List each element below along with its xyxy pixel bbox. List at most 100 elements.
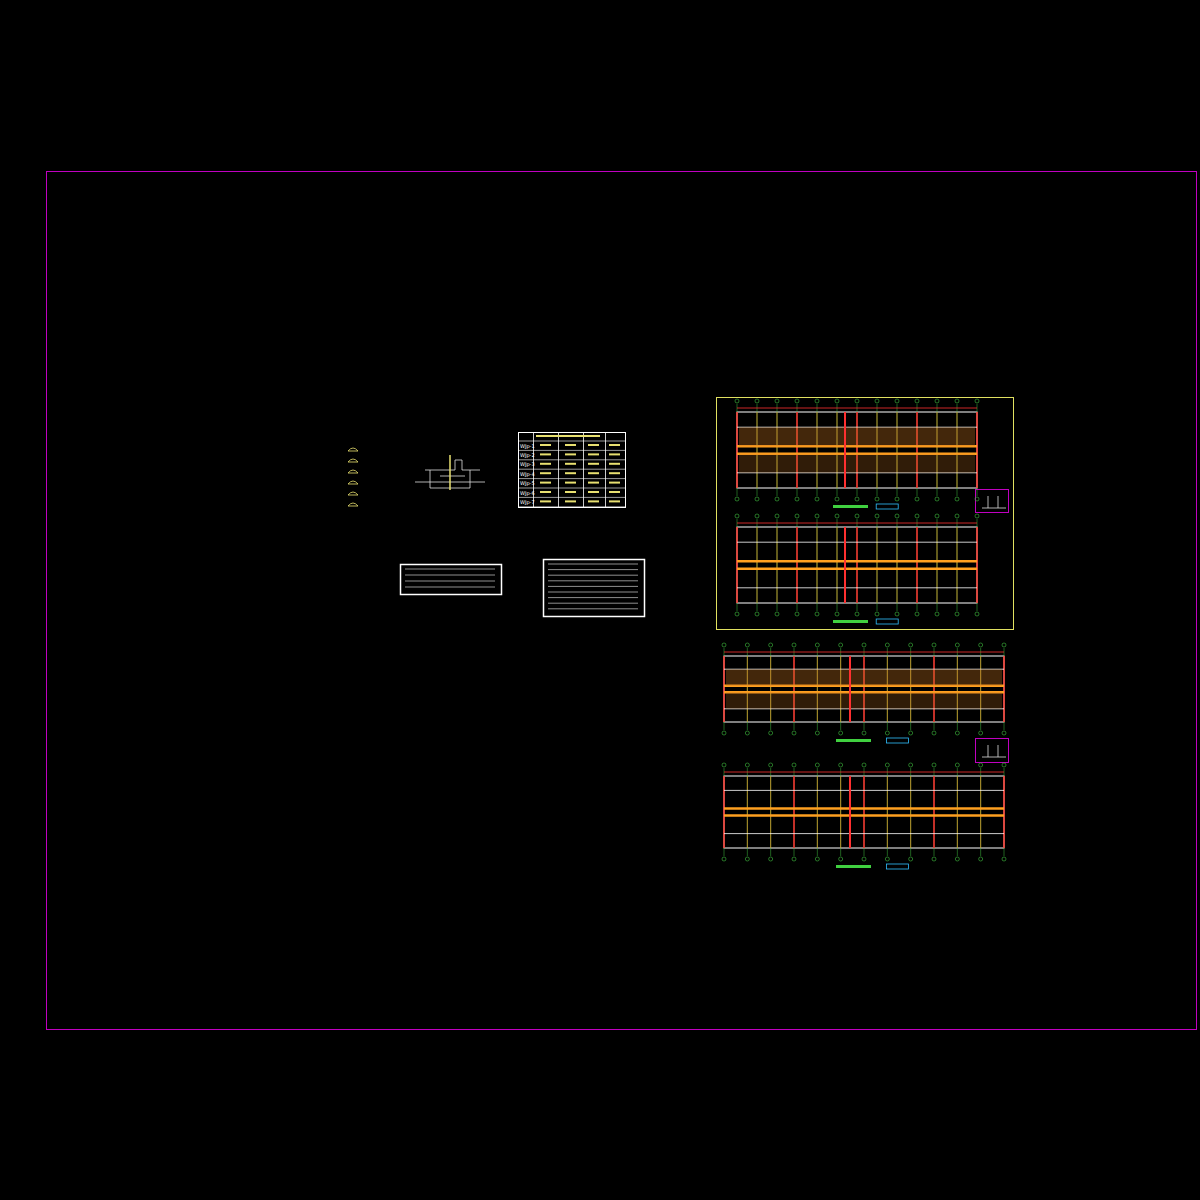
cad-line xyxy=(348,503,358,506)
axis-bubble xyxy=(795,514,799,518)
cad-line xyxy=(518,478,625,479)
axis-bubble xyxy=(932,731,936,735)
cad-line xyxy=(726,692,1002,709)
cad-line xyxy=(405,581,495,582)
cad-line xyxy=(817,656,818,722)
axis-bubble xyxy=(835,514,839,518)
cad-line xyxy=(747,776,748,848)
cad-line xyxy=(540,444,551,446)
cad-line xyxy=(724,652,1004,653)
cad-line xyxy=(864,648,865,730)
cad-line xyxy=(565,500,576,502)
cad-line xyxy=(540,453,551,455)
cad-line xyxy=(957,656,958,722)
axis-bubble xyxy=(755,399,759,403)
axis-bubble xyxy=(979,763,983,767)
cad-line xyxy=(977,519,978,611)
cad-line xyxy=(817,412,818,488)
cad-line xyxy=(877,412,878,488)
cad-line xyxy=(887,648,888,730)
plan-title xyxy=(836,865,871,868)
cad-line xyxy=(724,833,1004,834)
axis-bubble xyxy=(979,857,983,861)
cad-line xyxy=(747,768,748,856)
axis-bubble xyxy=(915,497,919,501)
cad-line xyxy=(757,527,758,603)
axis-bubble xyxy=(775,612,779,616)
axis-bubble xyxy=(735,612,739,616)
cad-line xyxy=(877,519,878,611)
cad-line xyxy=(777,527,778,603)
axis-bubble xyxy=(815,763,819,767)
cad-line xyxy=(737,404,738,496)
note-box xyxy=(544,560,645,617)
cad-line xyxy=(588,463,599,465)
axis-bubble xyxy=(935,399,939,403)
cad-line xyxy=(796,412,798,488)
cad-line xyxy=(837,519,838,611)
cad-line xyxy=(937,404,938,496)
plan-scale xyxy=(886,738,908,743)
cad-line xyxy=(737,587,977,588)
cad-line xyxy=(976,527,978,603)
cad-line xyxy=(609,453,620,455)
cad-line xyxy=(977,404,978,496)
axis-bubble xyxy=(915,514,919,518)
cad-line xyxy=(933,656,935,722)
cad-line xyxy=(980,648,981,730)
axis-bubble xyxy=(839,857,843,861)
cad-line xyxy=(348,448,358,451)
cad-line xyxy=(737,560,977,563)
axis-bubble xyxy=(735,399,739,403)
axis-bubble xyxy=(935,497,939,501)
cad-line xyxy=(757,404,758,496)
cad-line xyxy=(565,444,576,446)
cad-line xyxy=(609,472,620,474)
cad-line xyxy=(724,790,1004,791)
cad-line xyxy=(536,435,600,437)
cad-line xyxy=(518,450,625,451)
cad-line xyxy=(565,453,576,455)
axis-bubble xyxy=(815,731,819,735)
cad-line xyxy=(934,768,935,856)
axis-bubble xyxy=(885,763,889,767)
axis-bubble xyxy=(975,497,979,501)
cad-line xyxy=(840,776,841,848)
cad-line xyxy=(864,768,865,856)
axis-bubble xyxy=(932,763,936,767)
axis-bubble xyxy=(1002,857,1006,861)
cad-line xyxy=(739,454,975,473)
cad-line xyxy=(933,776,935,848)
axis-bubble xyxy=(839,643,843,647)
cad-line xyxy=(737,519,738,611)
axis-bubble xyxy=(909,857,913,861)
cad-line xyxy=(857,519,858,611)
axis-bubble xyxy=(775,497,779,501)
axis-bubble xyxy=(769,857,773,861)
cad-line xyxy=(1004,768,1005,856)
cad-line xyxy=(910,768,911,856)
detail-frame xyxy=(976,739,1009,763)
cad-line xyxy=(724,776,1004,848)
axis-bubble xyxy=(855,497,859,501)
axis-bubble xyxy=(915,612,919,616)
cad-line xyxy=(916,527,918,603)
cad-line xyxy=(817,404,818,496)
cad-line xyxy=(548,569,638,570)
axis-bubble xyxy=(792,643,796,647)
cad-line xyxy=(887,768,888,856)
note-box xyxy=(401,565,502,595)
table-cell: WJp-6 xyxy=(520,490,535,496)
axis-bubble xyxy=(815,857,819,861)
cad-line xyxy=(887,656,888,722)
cad-line xyxy=(777,519,778,611)
cad-line xyxy=(737,408,977,409)
axis-bubble xyxy=(745,731,749,735)
cad-line xyxy=(817,648,818,730)
axis-bubble xyxy=(875,612,879,616)
cad-line xyxy=(897,404,898,496)
cad-line xyxy=(897,527,898,603)
cad-line xyxy=(934,648,935,730)
cad-line xyxy=(840,768,841,856)
axis-bubble xyxy=(955,399,959,403)
